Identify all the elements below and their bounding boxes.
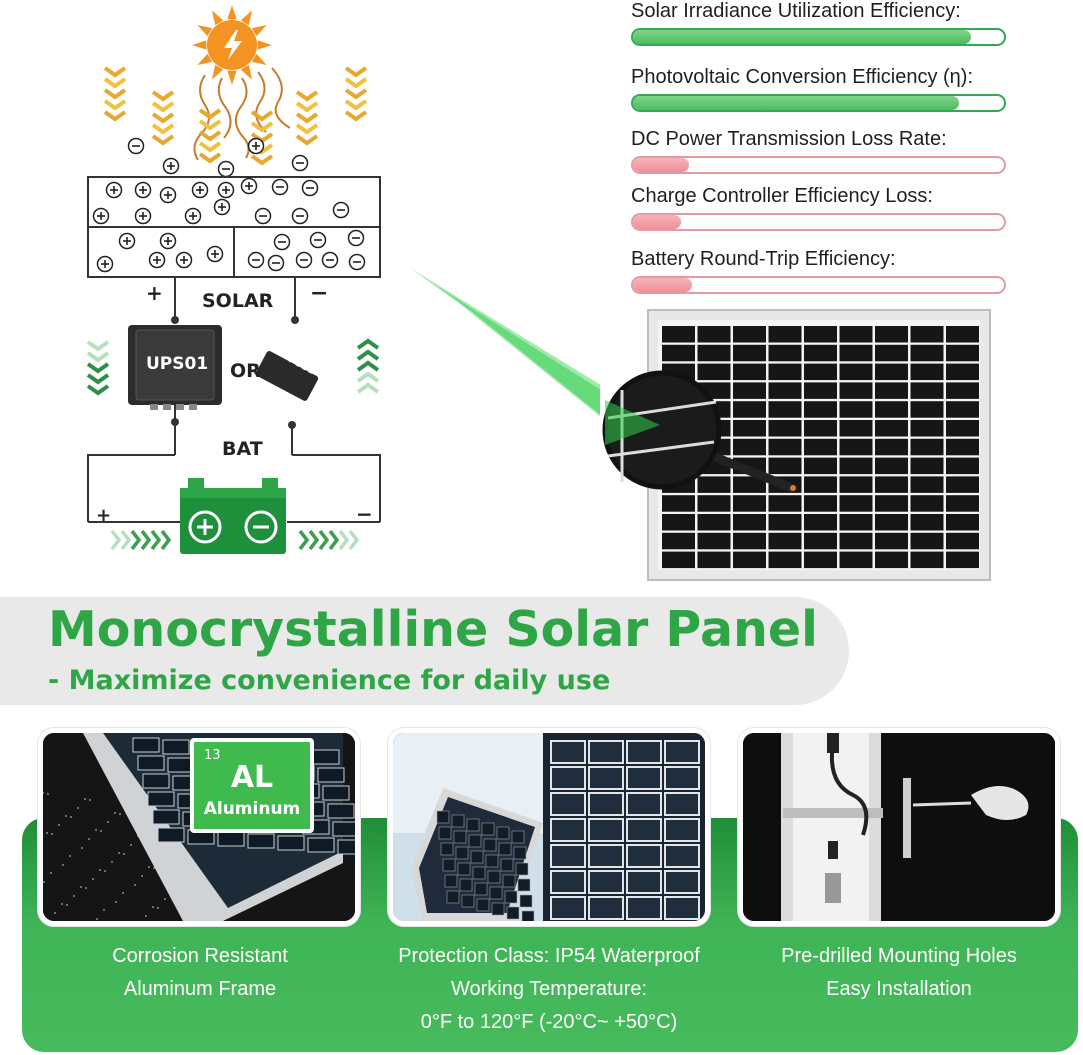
sunlight-chevrons: [103, 66, 368, 166]
sun-icon: [192, 5, 272, 85]
feature-line: Protection Class: IP54 Waterproof: [398, 945, 700, 967]
efficiency-bar-fill: [633, 96, 960, 110]
badge-symbol: AL: [230, 760, 274, 795]
solar-label: SOLAR: [202, 290, 274, 312]
efficiency-item: Photovoltaic Conversion Efficiency (η):: [631, 66, 1006, 112]
svg-text:+: +: [96, 505, 111, 526]
feature-line: Pre-drilled Mounting Holes: [781, 945, 1017, 967]
controller-label: UPS01: [146, 354, 209, 374]
efficiency-bar-fill: [633, 30, 971, 44]
page-title: Monocrystalline Solar Panel: [48, 601, 818, 658]
efficiency-bar: [631, 28, 1006, 46]
efficiency-bar: [631, 94, 1006, 112]
efficiency-bar: [631, 276, 1006, 294]
efficiency-label: Charge Controller Efficiency Loss:: [631, 185, 933, 207]
or-label: OR: [230, 360, 261, 382]
efficiency-item: Battery Round-Trip Efficiency:: [631, 248, 1006, 294]
efficiency-bar-fill: [633, 158, 689, 172]
svg-text:−: −: [356, 502, 373, 526]
svg-text:+: +: [146, 281, 163, 305]
efficiency-item: Charge Controller Efficiency Loss:: [631, 185, 1006, 231]
feature-image-mounting: [738, 728, 1060, 926]
feature-text-mounting: Pre-drilled Mounting Holes Easy Installa…: [719, 940, 1079, 1006]
efficiency-bar: [631, 156, 1006, 174]
battery-label: BAT: [222, 438, 263, 460]
controller-icon: [128, 325, 222, 410]
feature-line: 0°F to 120°F (-20°C~ +50°C): [420, 1011, 678, 1033]
feature-line: Working Temperature:: [450, 978, 647, 1000]
feature-line: Aluminum Frame: [123, 978, 277, 1000]
alt-controller-icon: [255, 351, 319, 401]
efficiency-item: Solar Irradiance Utilization Efficiency:: [631, 0, 1006, 46]
feature-text-frame: Corrosion Resistant Aluminum Frame: [20, 940, 380, 1006]
feature-line: Easy Installation: [826, 978, 972, 1000]
aluminum-badge: 13 AL Aluminum: [190, 738, 314, 833]
efficiency-bar: [631, 213, 1006, 231]
efficiency-label: Battery Round-Trip Efficiency:: [631, 248, 896, 270]
battery-icon: [180, 478, 286, 554]
efficiency-label: Solar Irradiance Utilization Efficiency:: [631, 0, 961, 22]
efficiency-item: DC Power Transmission Loss Rate:: [631, 128, 1006, 174]
circuit-wires: [87, 277, 381, 523]
feature-line: Corrosion Resistant: [112, 945, 288, 967]
efficiency-label: Photovoltaic Conversion Efficiency (η):: [631, 66, 974, 88]
svg-text:−: −: [310, 281, 328, 306]
magnifier-icon: [602, 370, 797, 493]
efficiency-bar-fill: [633, 215, 682, 229]
diagram-svg: + − + −: [86, 5, 600, 554]
badge-number: 13: [204, 748, 221, 763]
power-flow-chevrons: [86, 338, 380, 551]
feature-text-waterproof: Protection Class: IP54 Waterproof Workin…: [369, 940, 729, 1039]
title-band: [0, 597, 849, 705]
feature-image-waterproof: [388, 728, 710, 926]
efficiency-label: DC Power Transmission Loss Rate:: [631, 128, 947, 150]
efficiency-bar-fill: [633, 278, 693, 292]
page-subtitle: - Maximize convenience for daily use: [48, 665, 611, 696]
badge-name: Aluminum: [203, 799, 301, 819]
solar-panel-image: [400, 260, 1000, 590]
solar-circuit-diagram: + − + − SOLAR: [0, 0, 600, 580]
